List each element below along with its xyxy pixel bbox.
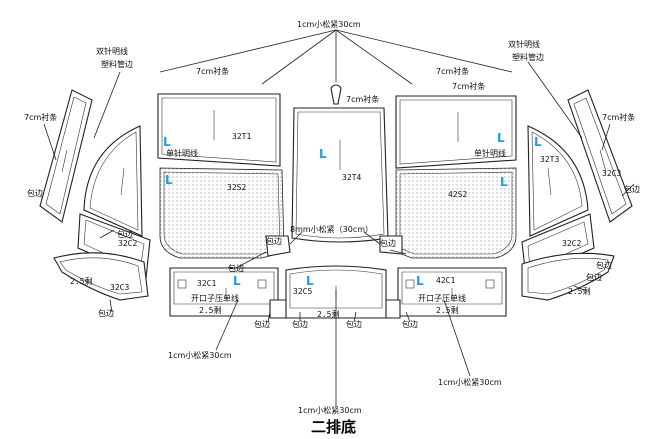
label-hem-8: 包边 (254, 319, 270, 329)
label-7cm-strip-1: 7cm衬条 (196, 66, 229, 76)
label-plastic-edge-left: 塑料管边 (101, 59, 133, 69)
piece-s2-right: 42S2 L (395, 167, 517, 259)
piece-label-t1: 32T1 (232, 132, 251, 141)
piece-left-c4: 32C3 (53, 252, 149, 301)
label-hem-11: 包边 (402, 319, 418, 329)
label-cut-c1-left: 2.5剩 (199, 305, 221, 315)
connector-bottom-right (385, 299, 401, 319)
piece-label-t3: 32T3 (540, 155, 559, 164)
label-elastic-bottom: 1cm小松紧30cm (298, 405, 362, 415)
piece-label-s2-left: 32S2 (227, 183, 246, 192)
label-elastic-right: 1cm小松紧30cm (438, 377, 502, 387)
label-single-needle-right: 单针明线 (474, 148, 506, 158)
piece-label-t4: 32T4 (342, 173, 361, 182)
mark-l-c1-right: L (416, 274, 424, 288)
label-hem-10: 包边 (346, 319, 362, 329)
label-hem-2: 包边 (117, 229, 133, 239)
piece-label-c1-left: 32C1 (197, 279, 216, 288)
label-hem-4: 包边 (266, 236, 282, 246)
label-hem-6: 包边 (228, 263, 244, 273)
mark-l-t3-top: L (497, 131, 505, 145)
label-double-needle-right: 双针明线 (508, 39, 540, 49)
connector-bottom-left (269, 299, 287, 319)
mark-l-t3-right: L (534, 135, 542, 149)
label-hem-13: 包边 (586, 272, 602, 282)
label-double-needle-left: 双针明线 (96, 46, 128, 56)
piece-label-c2-right: 32C2 (562, 239, 581, 248)
label-hem-5: 包边 (380, 238, 396, 248)
label-hem-9: 包边 (292, 319, 308, 329)
label-single-needle-left: 单针明线 (166, 148, 198, 158)
label-cut-c5: 2.5剩 (317, 309, 339, 319)
label-plastic-edge-right: 塑料管边 (512, 52, 544, 62)
mark-l-c1-left: L (233, 274, 241, 288)
top-tab (330, 84, 342, 105)
piece-label-c3-right: 32C3 (602, 169, 621, 178)
mark-l-c5: L (306, 274, 314, 288)
piece-label-c3-left: 32C3 (110, 283, 129, 292)
label-7cm-strip-5: 7cm衬条 (24, 112, 57, 122)
piece-t4: 32T4 L (291, 107, 389, 243)
label-elastic-left: 1cm小松紧30cm (168, 350, 232, 360)
label-open-press-right: 开口子压单线 (418, 293, 466, 303)
label-7cm-strip-4: 7cm衬条 (346, 94, 379, 104)
connector-left (265, 235, 291, 257)
label-hem-7: 包边 (98, 308, 114, 318)
mark-l-s2-right: L (500, 175, 508, 189)
mark-l-s2-left: L (165, 173, 173, 187)
mark-l-t4: L (319, 147, 327, 161)
piece-label-c2-left: 32C2 (118, 239, 137, 248)
piece-label-s2-right: 42S2 (448, 190, 467, 199)
label-hem-12: 包边 (596, 260, 612, 270)
connector-right (379, 235, 403, 255)
leader-lines (43, 29, 635, 406)
piece-left-c3 (83, 125, 143, 237)
label-7cm-strip-2: 7cm衬条 (436, 66, 469, 76)
piece-label-c5: 32C5 (293, 287, 312, 296)
piece-c1-left: 32C1 L (169, 267, 279, 317)
piece-right-t3: 32T3 L (527, 125, 589, 237)
piece-label-c1-right: 42C1 (436, 276, 455, 285)
label-7cm-strip-6: 7cm衬条 (602, 112, 635, 122)
piece-c1-right: 42C1 L (397, 267, 507, 317)
label-cut-right: 2.5剩 (568, 286, 590, 296)
label-hem-1: 包边 (27, 188, 43, 198)
piece-left-strip (39, 89, 93, 223)
piece-right-strip: 32C3 (567, 89, 633, 223)
label-open-press-left: 开口子压单线 (191, 293, 239, 303)
label-elastic-top: 1cm小松紧30cm (297, 19, 361, 29)
label-cut-c1-right: 2.5剩 (436, 305, 458, 315)
label-cut-left: 2.5剩 (70, 276, 92, 286)
label-hem-3: 包边 (624, 184, 640, 194)
diagram-title: 二排底 (311, 418, 356, 436)
piece-s2-left: 32S2 L (159, 167, 285, 259)
label-elastic-mid: 8mm小松紧（30cm） (290, 224, 373, 234)
piece-right-c4 (521, 252, 615, 301)
mark-l-t1: L (163, 135, 171, 149)
piece-t1: 32T1 L (157, 93, 281, 167)
label-7cm-strip-3: 7cm衬条 (452, 81, 485, 91)
piece-t3-top: L (395, 95, 517, 169)
